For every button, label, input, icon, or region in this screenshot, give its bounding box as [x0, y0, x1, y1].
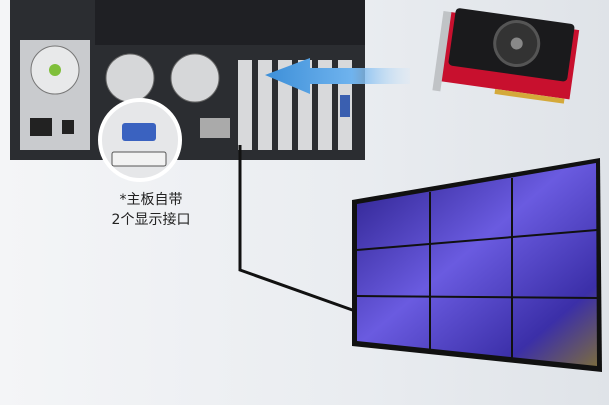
fan-icon	[170, 53, 220, 103]
onboard-ports-magnifier	[98, 98, 182, 182]
caption-line-2: 2个显示接口	[111, 212, 191, 228]
dvi-port-icon	[111, 151, 167, 167]
video-wall	[352, 158, 602, 372]
fan-icon	[105, 53, 155, 103]
arrow-icon	[265, 58, 410, 94]
display-cable	[238, 145, 359, 314]
onboard-display-caption: *主板自带 2个显示接口	[96, 190, 206, 230]
caption-line-1: *主板自带	[119, 192, 183, 208]
graphics-card	[432, 8, 580, 104]
vga-port-icon	[122, 123, 156, 141]
